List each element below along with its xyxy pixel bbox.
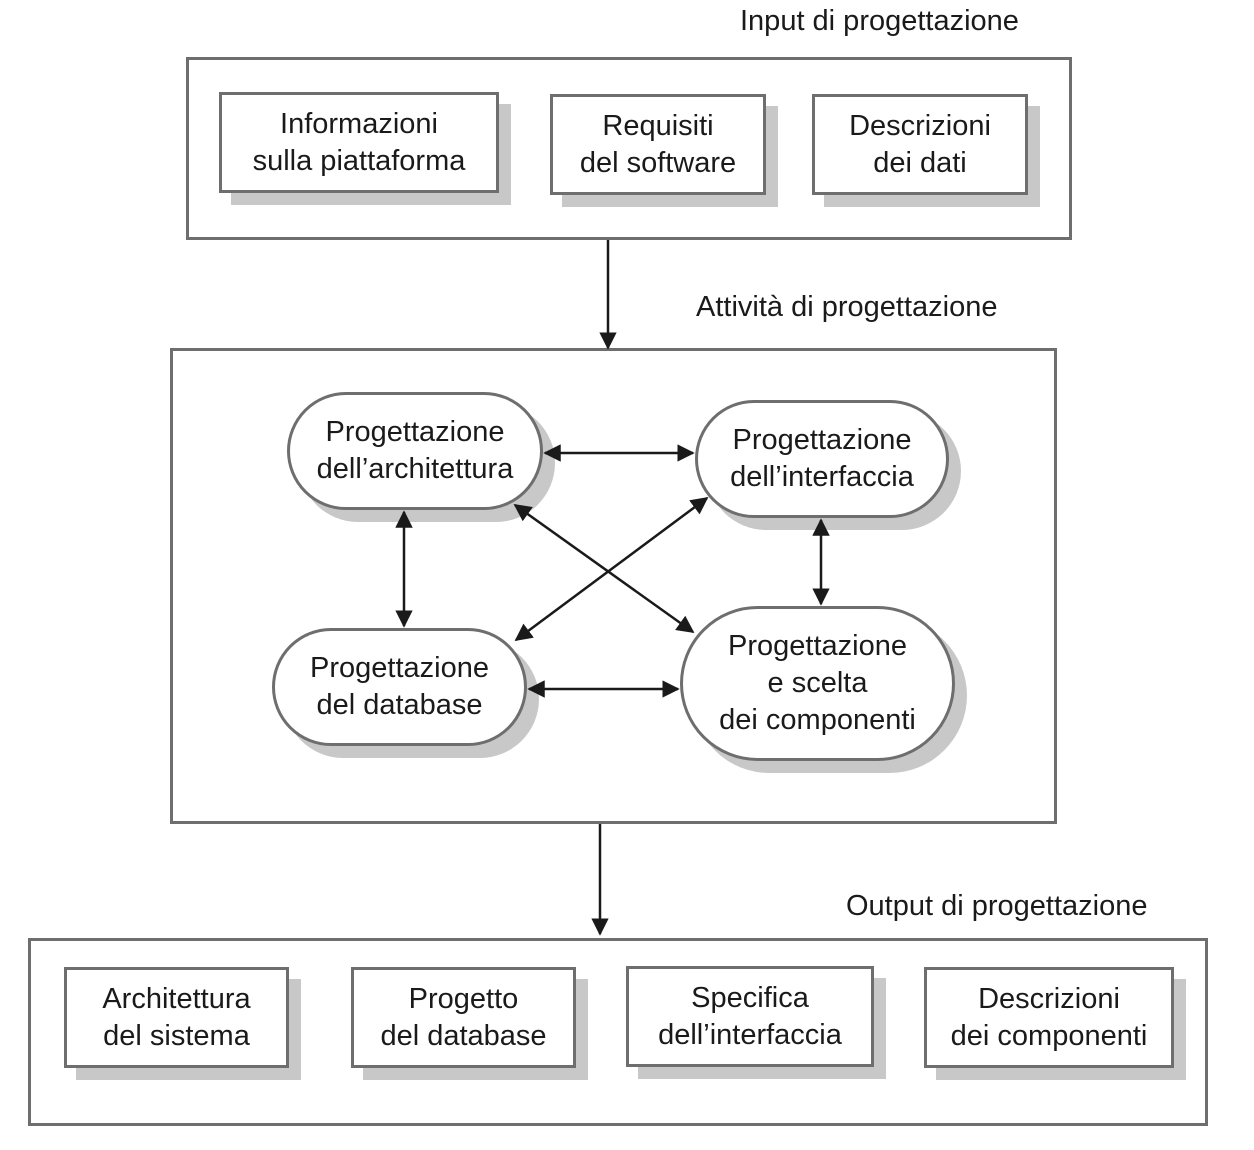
node-text: e scelta bbox=[767, 667, 868, 699]
output-box-text: Descrizioni bbox=[978, 982, 1120, 1015]
input-box-platform-info: Informazioni sulla piattaforma bbox=[219, 92, 499, 193]
output-box-text: Architettura bbox=[102, 982, 251, 1015]
input-box-data-descriptions: Descrizioni dei dati bbox=[812, 94, 1028, 195]
node-database-design: Progettazione del database bbox=[272, 628, 527, 746]
output-box-system-architecture: Architettura del sistema bbox=[64, 967, 289, 1068]
output-box-text: Specifica bbox=[691, 981, 809, 1014]
output-box-database-design: Progetto del database bbox=[351, 967, 576, 1068]
node-text: Progettazione bbox=[728, 630, 907, 662]
node-component-design: Progettazione e scelta dei componenti bbox=[680, 606, 955, 761]
input-box-software-requirements: Requisiti del software bbox=[550, 94, 766, 195]
input-box-text: Descrizioni bbox=[849, 109, 991, 142]
input-section-label: Input di progettazione bbox=[740, 5, 1019, 37]
input-box-text: del software bbox=[579, 146, 737, 179]
input-box-text: Informazioni bbox=[280, 107, 438, 140]
input-box-text: sulla piattaforma bbox=[252, 144, 466, 177]
output-box-interface-specification: Specifica dell’interfaccia bbox=[626, 966, 874, 1067]
output-box-component-descriptions: Descrizioni dei componenti bbox=[924, 967, 1174, 1068]
node-text: Progettazione bbox=[325, 416, 505, 448]
node-text: dell’architettura bbox=[316, 453, 514, 485]
output-box-text: dell’interfaccia bbox=[658, 1018, 842, 1051]
activities-section-label: Attività di progettazione bbox=[696, 291, 998, 323]
input-box-text: Requisiti bbox=[602, 109, 714, 142]
output-box-text: dei componenti bbox=[950, 1019, 1148, 1052]
node-text: dei componenti bbox=[719, 704, 916, 736]
input-box-text: dei dati bbox=[873, 146, 967, 179]
node-interface-design: Progettazione dell’interfaccia bbox=[695, 400, 949, 518]
node-text: Progettazione bbox=[732, 424, 912, 456]
output-box-text: Progetto bbox=[408, 982, 519, 1015]
node-text: del database bbox=[316, 689, 483, 721]
node-text: dell’interfaccia bbox=[730, 461, 914, 493]
output-box-text: del database bbox=[380, 1019, 547, 1052]
node-architecture-design: Progettazione dell’architettura bbox=[287, 392, 543, 510]
output-box-text: del sistema bbox=[103, 1019, 250, 1052]
node-text: Progettazione bbox=[310, 652, 489, 684]
output-section-label: Output di progettazione bbox=[846, 890, 1148, 922]
